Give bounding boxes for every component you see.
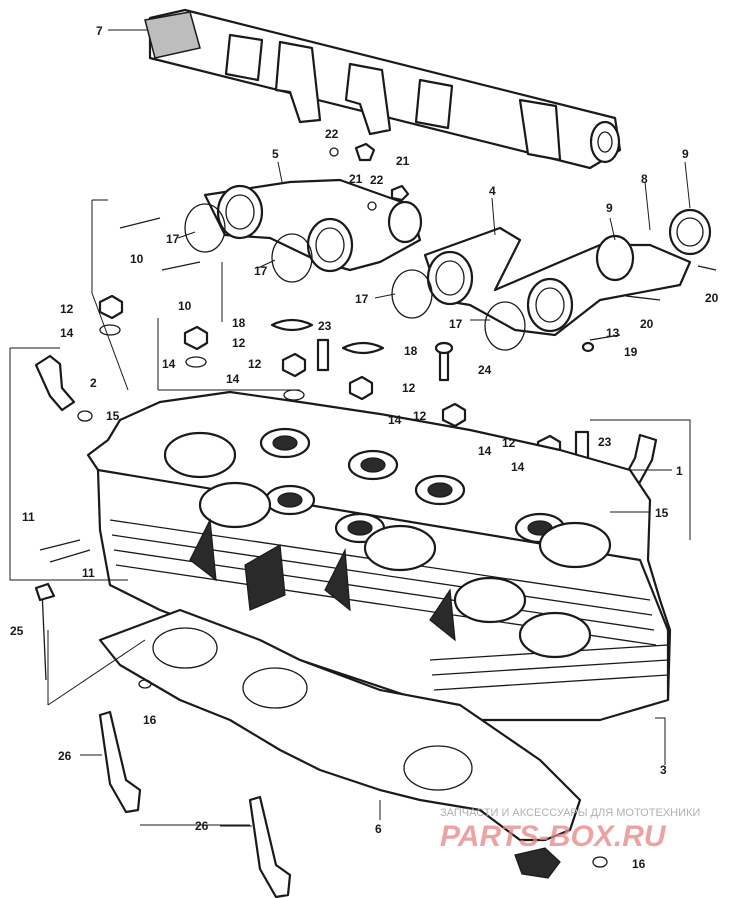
leader-lines <box>9 29 691 827</box>
callout-9: 9 <box>682 147 689 161</box>
callout-14: 14 <box>511 460 525 474</box>
callout-5: 5 <box>272 147 279 161</box>
cam-holder-right <box>423 208 712 337</box>
o-rings <box>184 203 526 351</box>
callout-12: 12 <box>248 357 262 371</box>
callout-12: 12 <box>413 409 427 423</box>
callout-26: 26 <box>58 749 72 763</box>
callout-14: 14 <box>60 326 74 340</box>
camshaft <box>144 8 622 170</box>
callout-16: 16 <box>143 713 157 727</box>
callout-17: 17 <box>166 232 180 246</box>
callout-17: 17 <box>254 264 268 278</box>
callout-15: 15 <box>106 409 120 423</box>
callout-21: 21 <box>396 154 410 168</box>
callout-20: 20 <box>640 317 654 331</box>
callout-18: 18 <box>404 344 418 358</box>
callout-17: 17 <box>449 317 463 331</box>
callout-12: 12 <box>60 302 74 316</box>
callout-14: 14 <box>388 413 402 427</box>
callout-11: 11 <box>82 566 95 580</box>
callout-4: 4 <box>489 184 496 198</box>
callout-9: 9 <box>606 201 613 215</box>
callout-20: 20 <box>705 291 719 305</box>
callout-18: 18 <box>232 316 246 330</box>
callout-labels: 7 5 22 21 22 21 9 8 9 4 17 17 17 17 10 1… <box>10 24 719 871</box>
callout-19: 19 <box>624 345 638 359</box>
callout-12: 12 <box>502 436 516 450</box>
cylinder-head <box>86 390 672 722</box>
callout-6: 6 <box>375 822 382 836</box>
callout-21: 21 <box>349 172 363 186</box>
callout-23: 23 <box>318 319 332 333</box>
watermark: ЗАПЧАСТИ И АКСЕССУАРЫ ДЛЯ МОТОТЕХНИКИ PA… <box>440 807 700 853</box>
callout-11: 11 <box>22 510 35 524</box>
callout-15: 15 <box>655 506 669 520</box>
callout-1: 1 <box>676 464 683 478</box>
callout-10: 10 <box>130 252 144 266</box>
callout-23: 23 <box>598 435 612 449</box>
callout-12: 12 <box>232 336 246 350</box>
watermark-subtitle: ЗАПЧАСТИ И АКСЕССУАРЫ ДЛЯ МОТОТЕХНИКИ <box>440 807 700 819</box>
callout-14: 14 <box>162 357 176 371</box>
callout-16: 16 <box>632 857 646 871</box>
callout-13: 13 <box>606 326 620 340</box>
callout-12: 12 <box>402 381 416 395</box>
spark-plugs-and-bolt <box>34 582 608 898</box>
callout-7: 7 <box>96 24 103 38</box>
callout-2: 2 <box>90 376 97 390</box>
callout-17: 17 <box>355 292 369 306</box>
cam-holder-left <box>203 178 423 273</box>
callout-26: 26 <box>195 819 209 833</box>
callout-25: 25 <box>10 624 24 638</box>
callout-8: 8 <box>641 172 648 186</box>
callout-3: 3 <box>660 763 667 777</box>
callout-22: 22 <box>325 127 339 141</box>
callout-10: 10 <box>178 299 192 313</box>
watermark-brand: PARTS-BOX.RU <box>440 820 667 853</box>
callout-14: 14 <box>478 444 492 458</box>
callout-14: 14 <box>226 372 240 386</box>
callout-22: 22 <box>370 173 384 187</box>
head-gasket <box>98 608 582 879</box>
callout-24: 24 <box>478 363 492 377</box>
